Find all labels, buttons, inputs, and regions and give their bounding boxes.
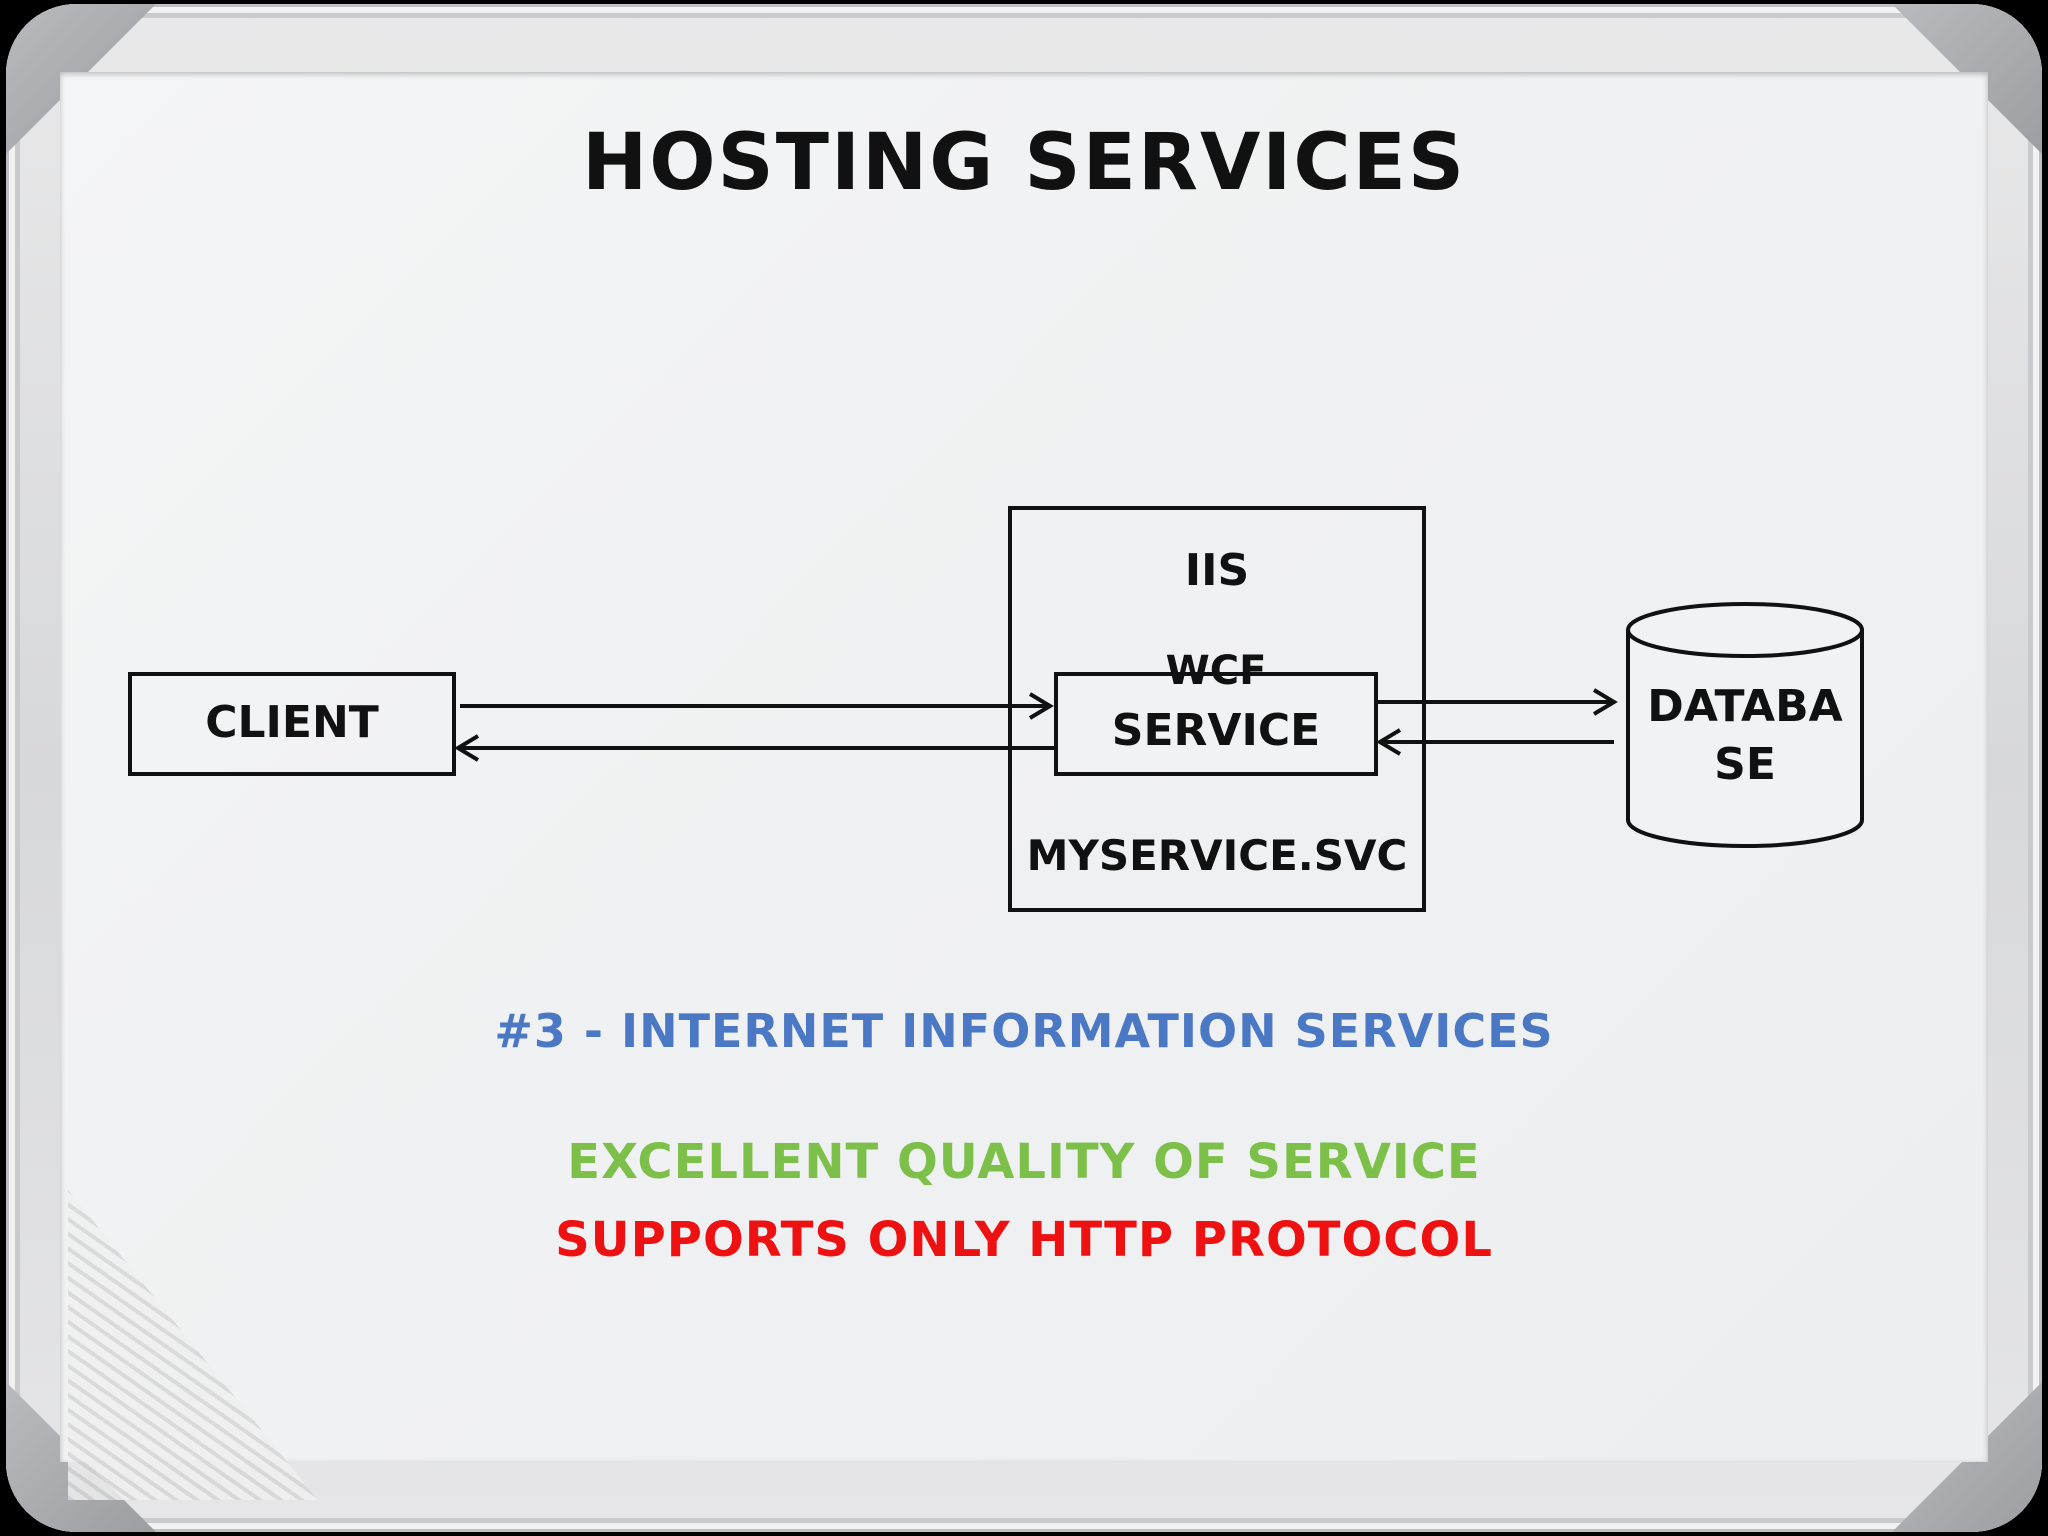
database-cylinder <box>1626 602 1864 848</box>
request-arrow <box>460 692 1054 720</box>
hosting-option-heading: #3 - INTERNET INFORMATION SERVICES <box>494 1004 1554 1058</box>
client-label: CLIENT <box>205 697 379 748</box>
iis-label: IIS <box>1184 545 1250 596</box>
client-box <box>128 672 456 776</box>
svc-file-label: MYSERVICE.SVC <box>1026 831 1408 880</box>
wcf-label: WCF <box>1165 648 1267 694</box>
query-arrow <box>1378 688 1618 716</box>
database-label-line2: SE <box>1714 739 1776 790</box>
wcf-service-box <box>1054 672 1378 776</box>
iis-host-box <box>1008 506 1426 912</box>
slide-title: HOSTING SERVICES <box>581 118 1467 208</box>
response-arrow <box>454 734 1054 762</box>
database-label-line1: DATABA <box>1647 681 1843 732</box>
limitation-text: SUPPORTS ONLY HTTP PROTOCOL <box>555 1212 1493 1268</box>
result-arrow <box>1376 728 1614 756</box>
service-label: SERVICE <box>1111 705 1321 756</box>
advantage-text: EXCELLENT QUALITY OF SERVICE <box>567 1134 1481 1190</box>
